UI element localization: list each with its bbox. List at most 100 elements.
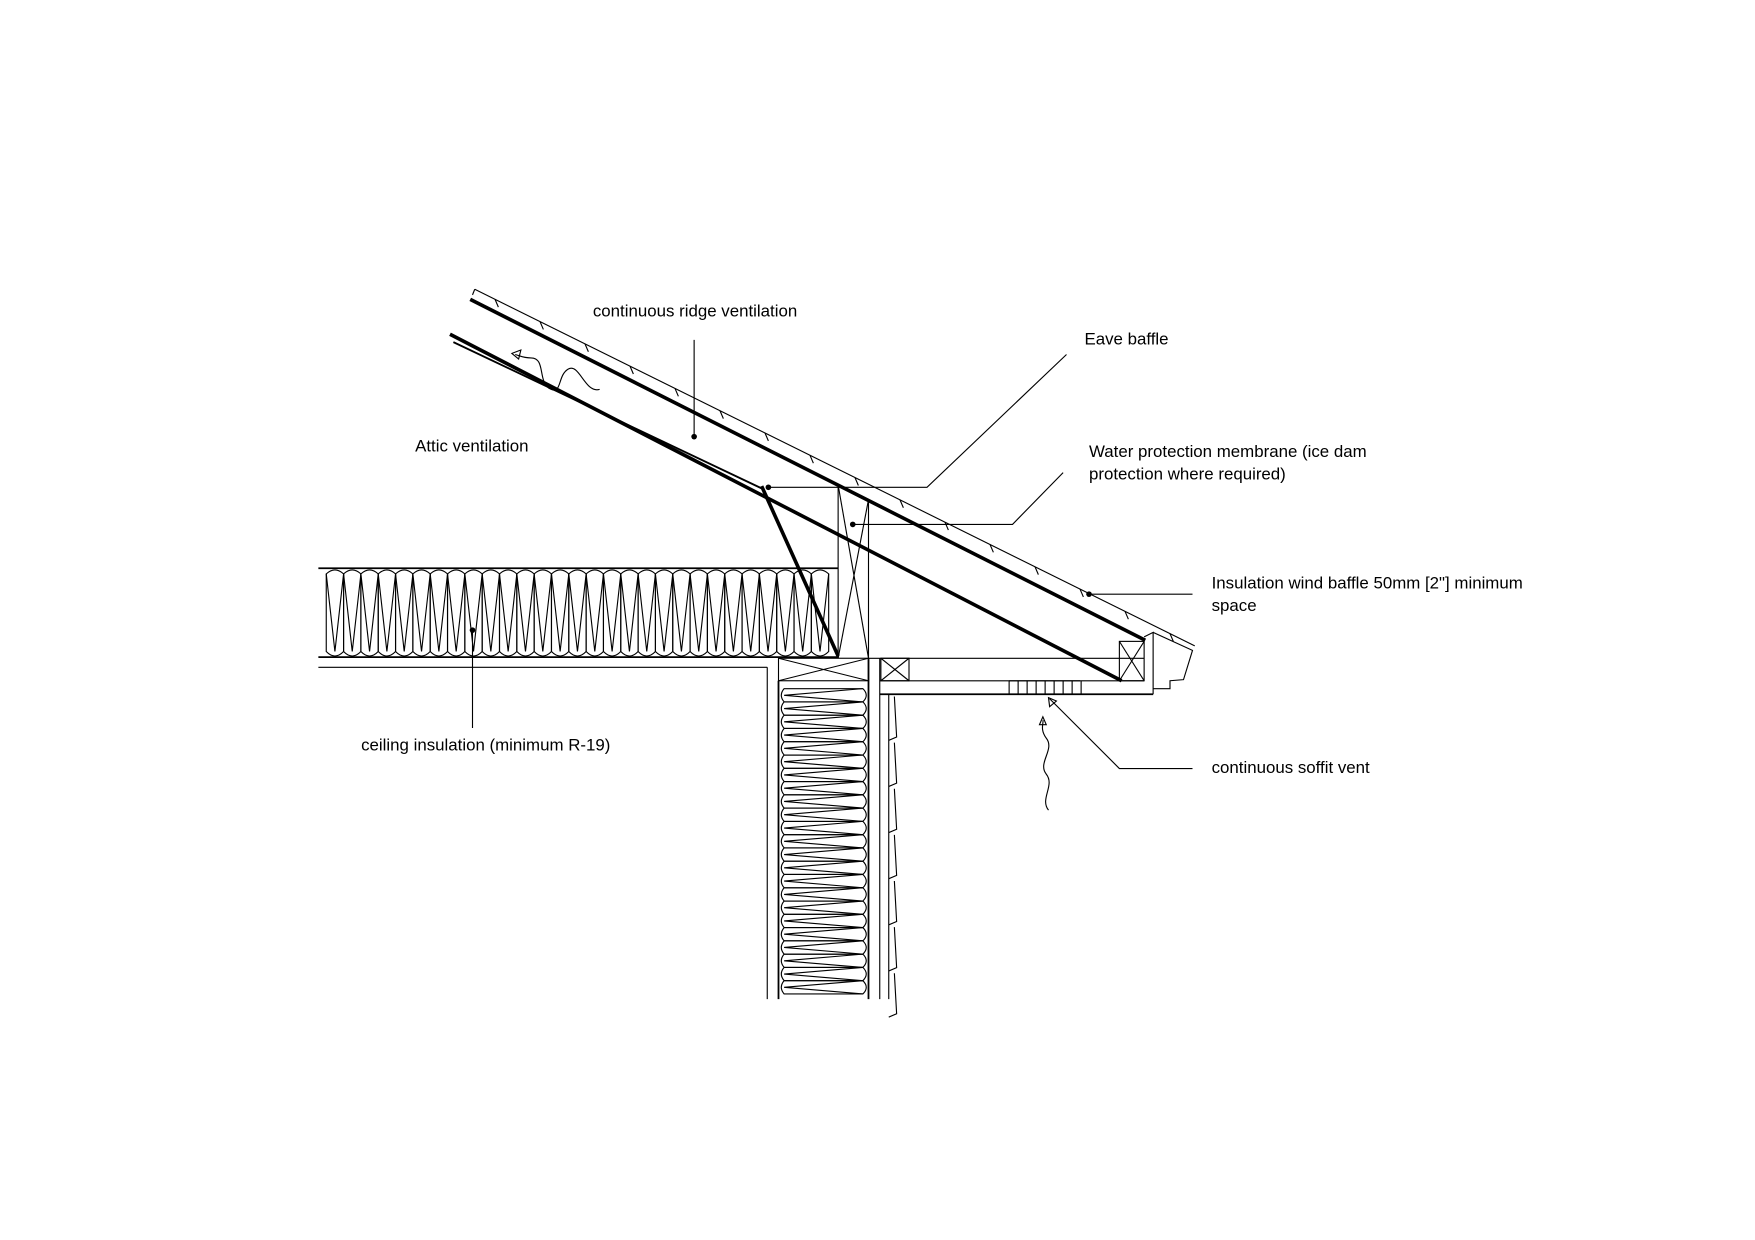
shingle-step bbox=[764, 432, 769, 442]
wall-insulation-batt bbox=[780, 966, 867, 982]
siding-board bbox=[888, 927, 898, 972]
insulation-zigzag bbox=[377, 573, 397, 652]
label-wind-baffle-1: Insulation wind baffle 50mm [2"] minimum bbox=[1212, 574, 1523, 593]
wall-insulation-batt bbox=[780, 820, 867, 836]
insulation-zigzag bbox=[810, 573, 830, 652]
shingle-step bbox=[989, 544, 994, 553]
wall-insulation-zigzag bbox=[784, 873, 863, 889]
wall-insulation-batt bbox=[780, 794, 867, 809]
insulation-zigzag bbox=[758, 573, 778, 652]
wall-insulation-batt bbox=[780, 913, 867, 929]
label-wind-baffle-2: space bbox=[1212, 596, 1257, 615]
wall-insulation-batt bbox=[780, 780, 867, 796]
insulation-batt bbox=[741, 569, 760, 657]
insulation-batt bbox=[689, 569, 708, 657]
insulation-zigzag bbox=[550, 573, 570, 652]
insulation-zigzag bbox=[724, 573, 743, 652]
insulation-batt bbox=[412, 569, 431, 657]
insulation-batt bbox=[533, 569, 553, 657]
insulation-batt bbox=[706, 569, 726, 657]
wall-insulation-batt bbox=[780, 741, 867, 756]
insulation-zigzag bbox=[568, 573, 587, 652]
wall-insulation-zigzag bbox=[784, 980, 863, 995]
insulation-batt bbox=[776, 569, 795, 657]
wall-insulation-batt bbox=[780, 807, 867, 822]
wall-insulation-zigzag bbox=[784, 701, 863, 716]
insulation-zigzag bbox=[343, 573, 362, 652]
insulation-zigzag bbox=[793, 573, 812, 652]
wall-section bbox=[777, 657, 898, 1018]
wall-insulation-batt bbox=[780, 714, 867, 730]
wall-insulation-batt bbox=[780, 873, 867, 889]
insulation-batt bbox=[810, 569, 830, 657]
wall-insulation-batt bbox=[780, 980, 867, 995]
insulation-batt bbox=[429, 569, 449, 657]
insulation-zigzag bbox=[533, 573, 553, 652]
insulation-zigzag bbox=[672, 573, 691, 652]
wall-insulation-zigzag bbox=[784, 913, 863, 929]
shingle-step bbox=[719, 410, 724, 419]
insulation-batt bbox=[585, 569, 605, 657]
roof-shingles bbox=[471, 288, 1195, 647]
shingle-step bbox=[471, 289, 476, 296]
insulation-batt bbox=[377, 569, 397, 657]
wall-insulation-batt bbox=[780, 754, 867, 769]
wall-insulation-batt bbox=[780, 940, 867, 955]
wall-insulation-batt bbox=[780, 834, 867, 849]
shingle-step bbox=[1034, 566, 1039, 575]
insulation-zigzag bbox=[360, 573, 379, 652]
shingle-step bbox=[1079, 588, 1084, 598]
soffit-overhang bbox=[868, 631, 1194, 696]
siding-board bbox=[888, 834, 898, 880]
leader-soffit-vent bbox=[1047, 696, 1193, 770]
insulation-batt bbox=[568, 569, 587, 657]
wall-insulation-batt bbox=[780, 860, 867, 876]
ceiling-insulation bbox=[318, 567, 839, 659]
label-ceiling-insulation: ceiling insulation (minimum R-19) bbox=[361, 736, 610, 755]
wall-insulation-zigzag bbox=[784, 767, 863, 783]
label-eave-baffle: Eave baffle bbox=[1085, 329, 1169, 348]
insulation-batt bbox=[481, 569, 501, 657]
insulation-zigzag bbox=[776, 573, 795, 652]
insulation-zigzag bbox=[602, 573, 622, 652]
insulation-batt bbox=[550, 569, 570, 657]
insulation-zigzag bbox=[741, 573, 760, 652]
siding-board bbox=[888, 973, 898, 1018]
insulation-batt bbox=[602, 569, 622, 657]
siding-board bbox=[888, 880, 898, 926]
insulation-zigzag bbox=[516, 573, 535, 652]
insulation-zigzag bbox=[706, 573, 726, 652]
wall-insulation-batt bbox=[780, 701, 867, 716]
wall-insulation-batt bbox=[780, 900, 867, 915]
wall-insulation-zigzag bbox=[784, 834, 863, 849]
wall-insulation-zigzag bbox=[784, 953, 863, 968]
airflow-arrow-attic bbox=[510, 349, 600, 391]
insulation-batt bbox=[637, 569, 656, 657]
wall-insulation-batt bbox=[780, 927, 867, 942]
label-attic-vent: Attic ventilation bbox=[415, 436, 528, 455]
wall-insulation-zigzag bbox=[784, 794, 863, 809]
label-soffit-vent: continuous soffit vent bbox=[1212, 758, 1370, 777]
shingle-step bbox=[539, 321, 544, 330]
insulation-zigzag bbox=[429, 573, 449, 652]
wall-insulation-zigzag bbox=[784, 847, 863, 862]
insulation-batt bbox=[516, 569, 535, 657]
insulation-batt bbox=[325, 569, 345, 657]
wall-insulation-zigzag bbox=[784, 927, 863, 942]
siding-board bbox=[888, 696, 898, 741]
insulation-batt bbox=[620, 569, 639, 657]
wall-insulation-batt bbox=[780, 887, 867, 902]
soffit-vent bbox=[1008, 680, 1082, 695]
wall-insulation-batt bbox=[780, 727, 867, 743]
shingle-step bbox=[854, 477, 859, 486]
wall-insulation-batt bbox=[780, 688, 867, 703]
shingle-step bbox=[1169, 633, 1174, 642]
wall-insulation-batt bbox=[780, 953, 867, 968]
siding-board bbox=[888, 788, 898, 834]
siding-board bbox=[888, 742, 898, 788]
insulation-zigzag bbox=[394, 573, 414, 652]
wall-insulation-zigzag bbox=[784, 780, 863, 796]
insulation-batt bbox=[498, 569, 518, 657]
ceiling-board bbox=[318, 666, 768, 1000]
insulation-zigzag bbox=[498, 573, 518, 652]
